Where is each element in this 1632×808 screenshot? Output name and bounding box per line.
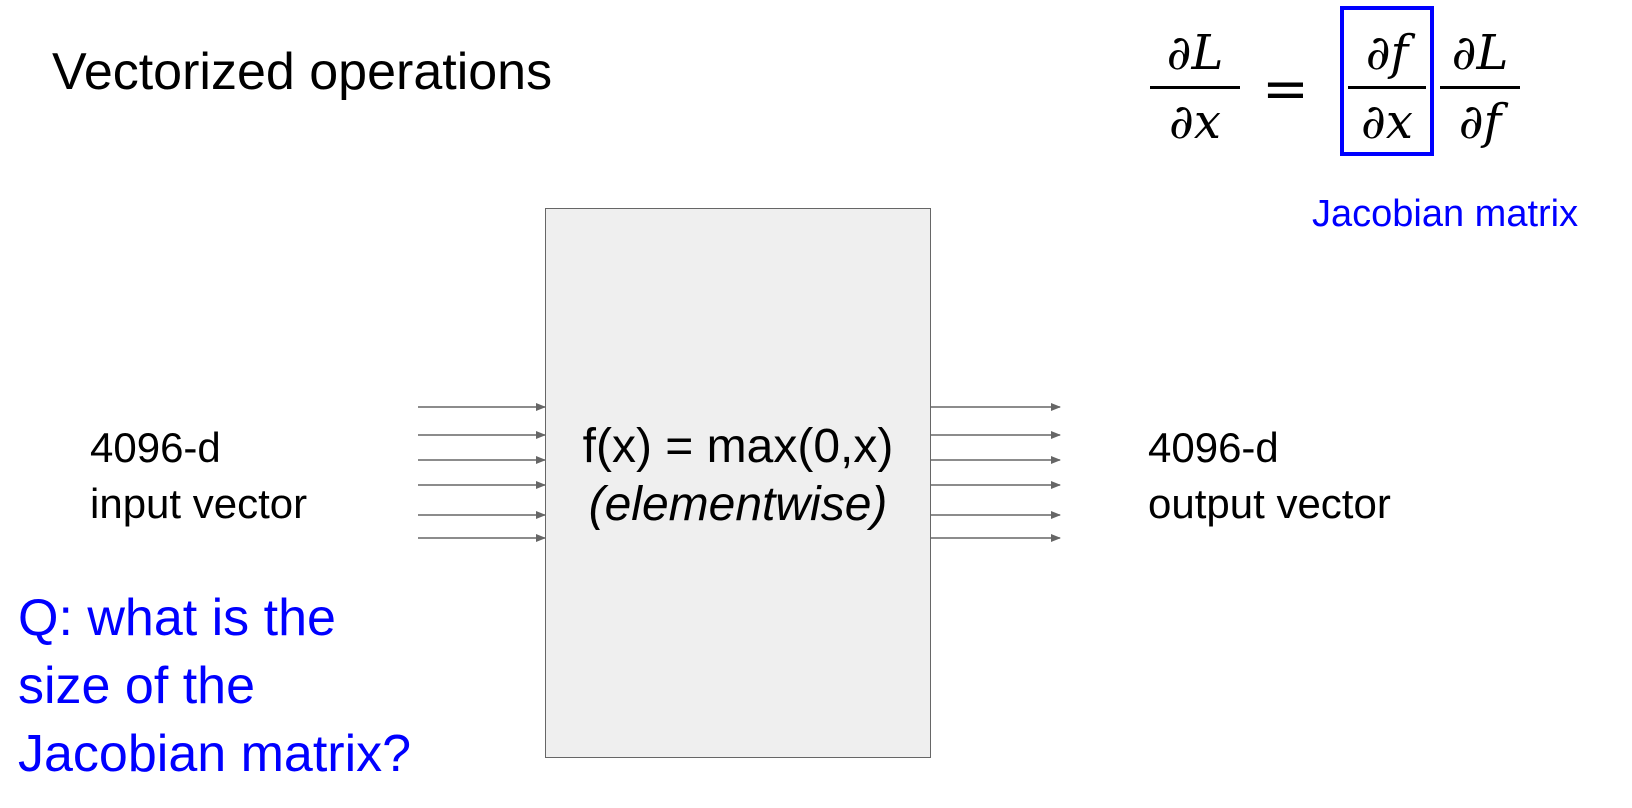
- output-dim: 4096-d: [1148, 424, 1279, 471]
- rhs-numerator: ∂L: [1451, 25, 1509, 81]
- slide-title: Vectorized operations: [52, 43, 553, 101]
- output-vector-label: 4096-d output vector: [1148, 420, 1391, 532]
- input-desc: input vector: [90, 480, 308, 527]
- equals-sign: =: [1262, 57, 1309, 122]
- jacobian-highlight-box: [1340, 6, 1434, 156]
- function-box: [545, 208, 931, 758]
- function-text: f(x) = max(0,x) (elementwise): [545, 418, 931, 534]
- question-line-2: size of the: [18, 657, 256, 715]
- question-line-3: Jacobian matrix?: [18, 725, 412, 783]
- lhs-numerator: ∂L: [1166, 25, 1224, 81]
- jacobian-label: Jacobian matrix: [1312, 193, 1579, 235]
- input-vector-label: 4096-d input vector: [90, 420, 307, 532]
- question-text: Q: what is the size of the Jacobian matr…: [18, 584, 411, 788]
- input-arrows: [418, 403, 546, 542]
- chain-rule-formula: ∂L ∂x = ∂f ∂x ∂L ∂f: [1150, 6, 1520, 162]
- rhs-denominator: ∂f: [1458, 94, 1502, 150]
- input-dim: 4096-d: [90, 424, 221, 471]
- jacobian-numerator: ∂f: [1365, 25, 1409, 81]
- function-expression: f(x) = max(0,x): [582, 420, 894, 473]
- output-desc: output vector: [1148, 480, 1391, 527]
- jacobian-fraction: ∂f ∂x: [1348, 24, 1426, 151]
- lhs-denominator: ∂x: [1169, 94, 1221, 150]
- question-line-1: Q: what is the: [18, 589, 336, 647]
- output-arrows: [931, 403, 1061, 542]
- rhs-fraction: ∂L ∂f: [1440, 24, 1520, 151]
- function-mode: (elementwise): [588, 478, 888, 531]
- lhs-fraction: ∂L ∂x: [1150, 24, 1240, 151]
- jacobian-denominator: ∂x: [1361, 94, 1413, 150]
